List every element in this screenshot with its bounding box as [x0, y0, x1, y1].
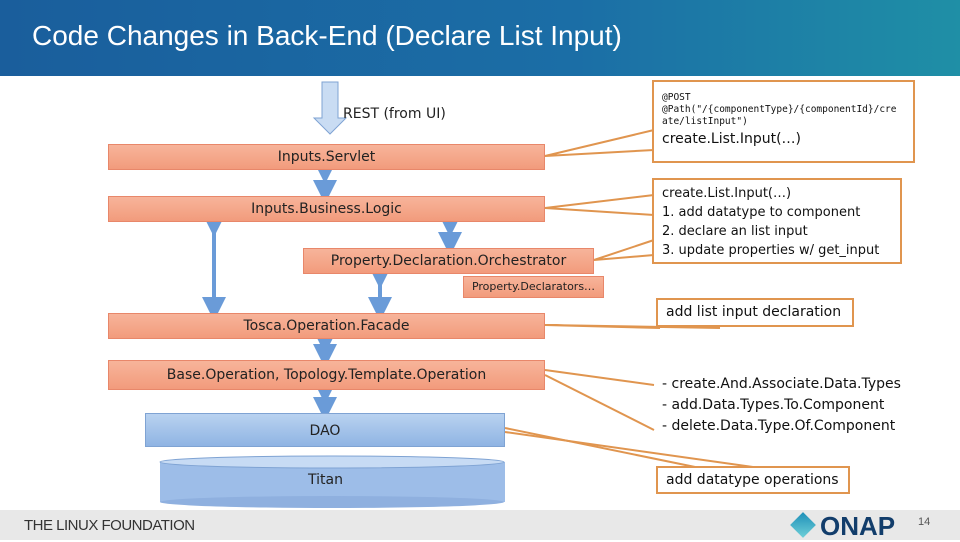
annotation-path-cont: ate/listInput")	[662, 116, 748, 127]
dao-layer: DAO	[145, 413, 505, 447]
annotation-path: @Path("/{componentType}/{componentId}/cr…	[662, 104, 897, 115]
layer-arrows	[202, 160, 462, 421]
step: 1. add datatype to component	[662, 205, 861, 220]
inputs-business-logic-layer: Inputs.Business.Logic	[108, 196, 545, 222]
method-name: create.List.Input(…)	[662, 186, 792, 201]
footer: THE LINUX FOUNDATION ONAP 14	[0, 510, 960, 541]
method-item: - delete.Data.Type.Of.Component	[662, 418, 896, 434]
callout-pointers	[504, 129, 761, 469]
logic-callout: create.List.Input(…) 1. add datatype to …	[652, 178, 902, 264]
rest-arrow	[312, 81, 348, 135]
rest-label: REST (from UI)	[343, 106, 446, 122]
onap-logo: ONAP	[820, 511, 896, 541]
method-item: - create.And.Associate.Data.Types	[662, 376, 901, 392]
step: 2. declare an list input	[662, 224, 808, 239]
dao-callout: add datatype operations	[656, 466, 850, 494]
rest-callout: @POST @Path("/{componentType}/{component…	[652, 80, 915, 163]
slide-title: Code Changes in Back-End (Declare List I…	[32, 20, 622, 51]
onap-logo-icon	[790, 512, 816, 538]
titan-cylinder	[159, 455, 505, 508]
title-bar: Code Changes in Back-End (Declare List I…	[0, 0, 960, 76]
base-operation-layer: Base.Operation, Topology.Template.Operat…	[108, 360, 545, 390]
inputs-servlet-layer: Inputs.Servlet	[108, 144, 545, 170]
orchestrator-callout: add list input declaration	[656, 298, 854, 327]
method-item: - add.Data.Types.To.Component	[662, 397, 885, 413]
titan-label: Titan	[308, 472, 343, 488]
linux-foundation-logo: THE LINUX FOUNDATION	[24, 517, 195, 534]
property-declaration-orchestrator-layer: Property.Declaration.Orchestrator	[303, 248, 594, 274]
facade-callout: - create.And.Associate.Data.Types - add.…	[652, 368, 912, 440]
property-declarators-layer: Property.Declarators…	[463, 276, 604, 298]
step: 3. update properties w/ get_input	[662, 243, 880, 258]
annotation-post: @POST	[662, 92, 691, 103]
tosca-operation-facade-layer: Tosca.Operation.Facade	[108, 313, 545, 339]
page-number: 14	[918, 516, 931, 528]
method-name: create.List.Input(…)	[662, 131, 801, 147]
